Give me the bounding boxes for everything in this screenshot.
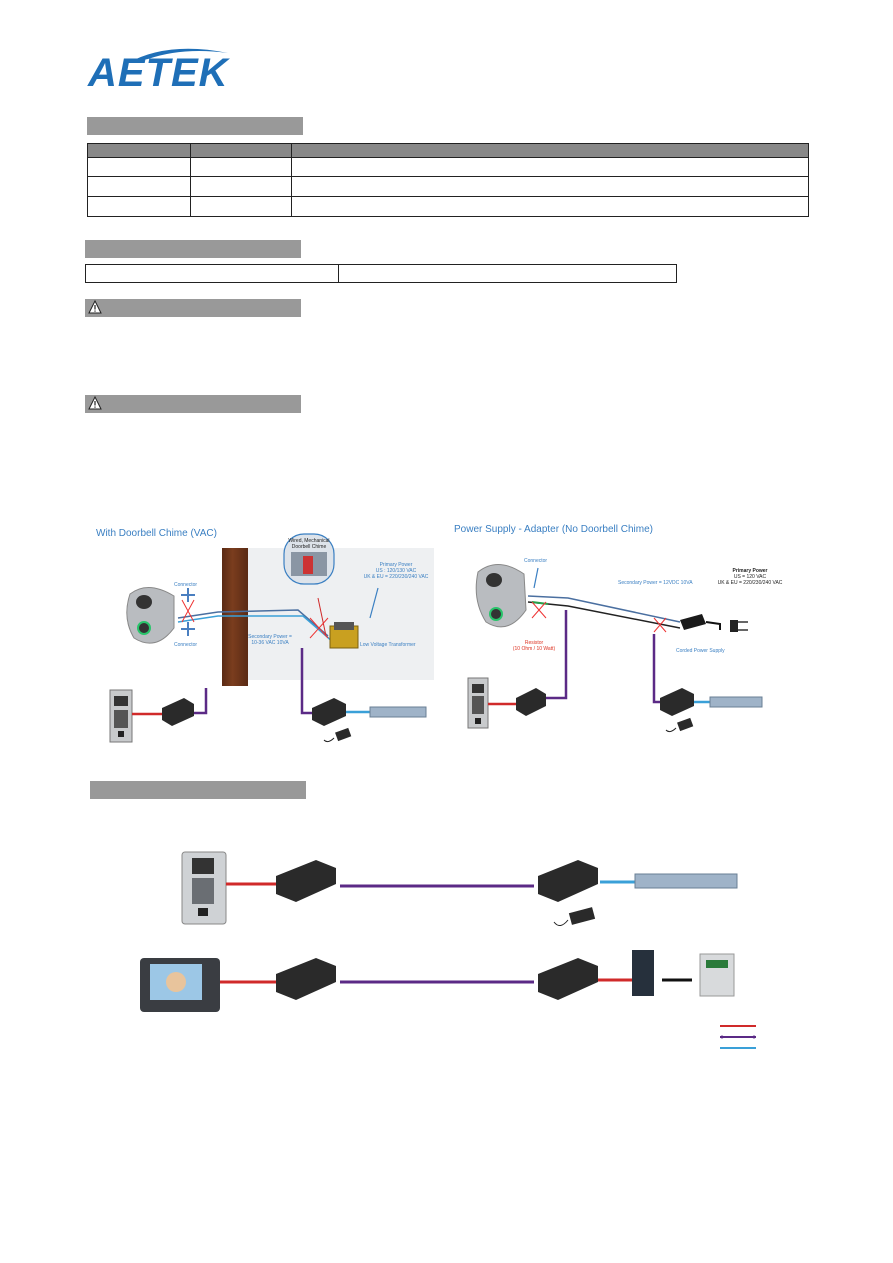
resistor-label: Resistor (10 Ohm / 10 Watt)	[506, 640, 562, 652]
resistor-value: (10 Ohm / 10 Watt)	[512, 646, 556, 652]
warning-icon	[88, 300, 102, 314]
diagram-doorbell-chime: With Doorbell Chime (VAC)	[88, 518, 436, 748]
primary-power-title: Primary Power	[379, 562, 413, 568]
primary-power-eu: UK & EU = 220/230/240 VAC	[363, 574, 429, 580]
section-bar-application	[90, 781, 306, 799]
primary-power-us: US : 120/130 VAC	[375, 568, 417, 574]
primary-power-us: US = 120 VAC	[733, 574, 767, 580]
secondary-power-label: Secondary Power = 10-36 VAC 10VA	[240, 634, 300, 646]
table-row	[87, 157, 809, 177]
power-table	[85, 264, 677, 283]
wiring-svg	[109, 533, 427, 743]
table-row	[87, 176, 809, 197]
doorbell-device	[126, 587, 175, 644]
cable-legend	[720, 1025, 756, 1049]
secondary-power-value: 10-36 VAC 10VA	[251, 640, 289, 646]
chime-label: Wired, Mechanical Doorbell Chime	[288, 538, 330, 550]
transformer-label: Low Voltage Transformer	[360, 642, 416, 648]
aetek-logo: AETEK	[88, 45, 242, 95]
secondary-power-label: Secondary Power = 12VDC 10VA	[618, 580, 693, 586]
logo-swoosh-icon	[128, 48, 228, 63]
diagram-title: Power Supply - Adapter (No Doorbell Chim…	[454, 524, 653, 535]
door-station	[181, 851, 227, 925]
table-row	[85, 264, 677, 283]
primary-power-label: Primary Power US : 120/130 VAC UK & EU =…	[358, 562, 434, 580]
table-header-row	[87, 143, 809, 158]
diagram-title: With Doorbell Chime (VAC)	[96, 528, 217, 539]
primary-power-title: Primary Power	[732, 568, 768, 574]
connector-label: Connector	[524, 558, 548, 564]
resistor-title: Resistor	[524, 640, 544, 646]
warning-bar-2	[85, 395, 301, 413]
section-bar-specs	[87, 117, 303, 135]
brand-name: AETEK	[88, 51, 229, 95]
spec-table	[87, 143, 809, 217]
supply-label: Corded Power Supply	[676, 648, 725, 654]
video-monitor	[140, 958, 220, 1012]
diagram-power-adapter: Power Supply - Adapter (No Doorbell Chim…	[448, 518, 788, 748]
connector-bottom-label: Connector	[174, 642, 198, 648]
primary-power-label: Primary Power US = 120 VAC UK & EU = 220…	[712, 568, 788, 586]
section-bar-power	[85, 240, 301, 258]
secondary-power-title: Secondary Power =	[248, 634, 292, 640]
table-row	[87, 196, 809, 217]
wooden-wall	[222, 548, 248, 686]
primary-power-eu: UK & EU = 220/230/240 VAC	[717, 580, 783, 586]
connector-top-label: Connector	[174, 582, 198, 588]
wall-background	[248, 548, 434, 680]
warning-bar-1	[85, 299, 301, 317]
application-diagram	[140, 851, 738, 1012]
wiring-svg	[467, 564, 763, 733]
warning-icon	[88, 396, 102, 410]
